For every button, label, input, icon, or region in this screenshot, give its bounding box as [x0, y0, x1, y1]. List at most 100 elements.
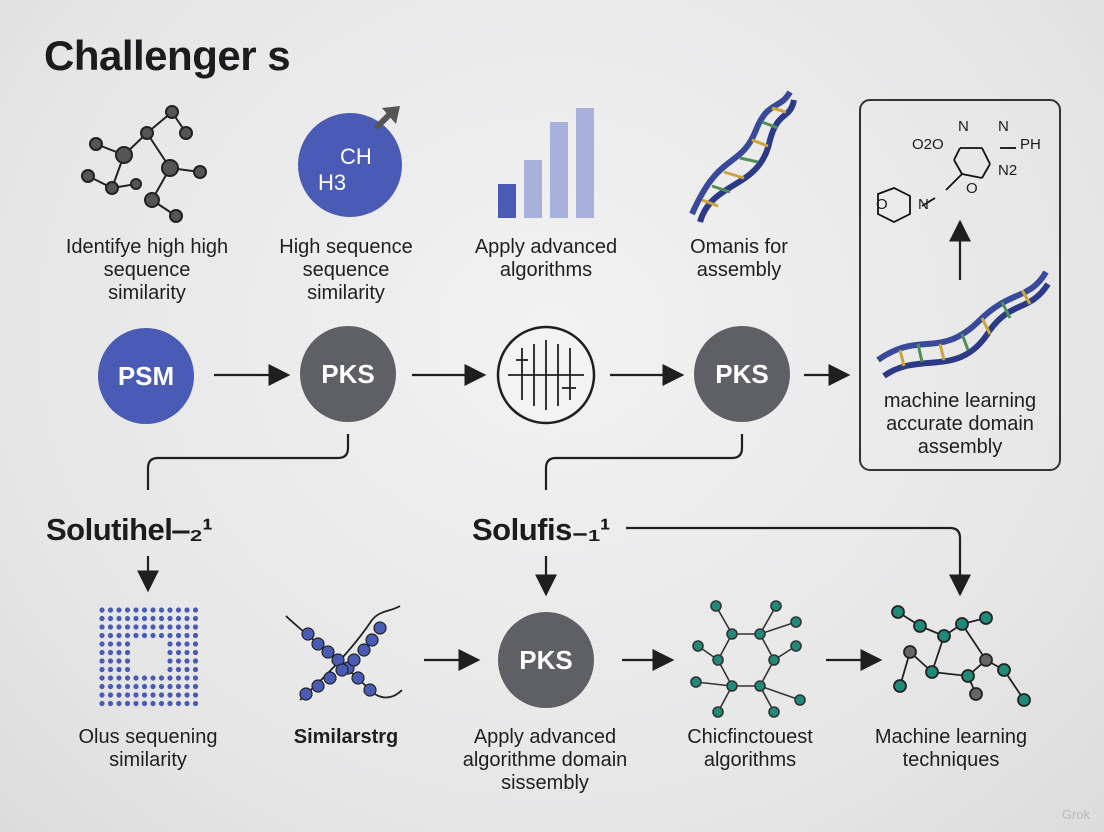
- grid-dot: [116, 649, 122, 656]
- molecule-label-o: O: [966, 180, 978, 197]
- grid-dot: [116, 607, 122, 613]
- grid-dot: [167, 675, 173, 681]
- algorithm-icon: [496, 325, 596, 425]
- grid-dot: [99, 700, 105, 707]
- grid-dot: [158, 692, 165, 698]
- grid-dot: [99, 615, 105, 622]
- molecule-label-ring-n: N: [918, 196, 929, 213]
- grid-dot: [133, 607, 139, 613]
- grid-dot: [107, 632, 114, 639]
- machine-learning-panel: [859, 99, 1061, 471]
- grid-dot: [167, 692, 173, 698]
- grid-dot: [99, 632, 105, 639]
- grid-dot: [192, 624, 199, 630]
- grid-dot: [141, 692, 148, 698]
- grid-dot: [141, 700, 148, 707]
- grid-dot: [167, 624, 173, 630]
- grid-dot: [116, 700, 122, 707]
- grid-dot: [184, 607, 190, 613]
- page-title: Challenger s: [44, 32, 291, 79]
- grid-dot: [175, 632, 182, 639]
- molecule-label-n2-sub: N2: [998, 162, 1018, 179]
- grid-dot: [124, 692, 131, 698]
- grid-dot: [158, 675, 165, 681]
- grid-dot: [158, 607, 165, 613]
- grid-dot: [175, 649, 182, 656]
- top-label-identify: Identifye high high sequence similarity: [65, 236, 229, 304]
- grid-dot: [184, 666, 190, 673]
- grid-dot: [116, 683, 122, 690]
- solution-2-heading: Solufis₋₁¹: [472, 512, 610, 547]
- grid-dot: [116, 632, 122, 639]
- node-pks-1: PKS: [300, 326, 396, 422]
- dna-helix-icon: [689, 90, 797, 223]
- grid-dot: [150, 692, 156, 698]
- grid-dot: [184, 641, 190, 647]
- grid-dot: [99, 683, 105, 690]
- h3-molecule-icon: [298, 106, 402, 217]
- grid-dot: [192, 692, 199, 698]
- grid-dot: [175, 666, 182, 673]
- grid-dot: [124, 675, 131, 681]
- grid-dot: [184, 675, 190, 681]
- grid-dot: [158, 683, 165, 690]
- grid-dot: [175, 692, 182, 698]
- grid-dot: [141, 632, 148, 639]
- grid-dot: [124, 624, 131, 630]
- molecule-label-ph: PH: [1020, 136, 1041, 153]
- grid-dot: [167, 641, 173, 647]
- h3-icon-text-bottom: H3: [318, 170, 347, 195]
- grid-dot: [167, 666, 173, 673]
- grid-dot: [99, 692, 105, 698]
- grid-dot: [107, 658, 114, 664]
- grid-dot: [107, 666, 114, 673]
- grid-dot: [175, 615, 182, 622]
- grid-dot: [107, 675, 114, 681]
- grid-dot: [175, 683, 182, 690]
- grid-dot: [184, 649, 190, 656]
- grid-dot: [133, 692, 139, 698]
- grid-dot: [124, 658, 131, 664]
- grid-dot: [192, 641, 199, 647]
- grid-dot: [167, 649, 173, 656]
- grid-dot: [107, 683, 114, 690]
- grid-dot: [124, 683, 131, 690]
- grid-dot: [150, 615, 156, 622]
- green-graph-icon: [891, 605, 1031, 707]
- grid-dot: [184, 692, 190, 698]
- molecule-label-o2: O2O: [912, 136, 944, 153]
- grid-dot: [192, 649, 199, 656]
- grid-dot: [124, 666, 131, 673]
- chemical-structure-icon: [877, 147, 1016, 224]
- grid-dot: [124, 641, 131, 647]
- grid-dot: [124, 615, 131, 622]
- grid-dot: [175, 700, 182, 707]
- grid-dot: [107, 700, 114, 707]
- grid-dot: [192, 675, 199, 681]
- grid-dot: [158, 615, 165, 622]
- watermark: Grok: [1061, 807, 1090, 822]
- h3-icon-text-top: CH: [340, 144, 372, 169]
- grid-dot: [141, 675, 148, 681]
- grid-dot: [99, 658, 105, 664]
- grid-dot: [175, 675, 182, 681]
- molecule-network-icon: [81, 105, 207, 223]
- grid-dot: [99, 666, 105, 673]
- bottom-label-olus: Olus sequening similarity: [78, 726, 218, 771]
- grid-dot: [124, 649, 131, 656]
- bottom-label-similarstrg: Similarstrg: [293, 726, 399, 748]
- grid-dot: [99, 641, 105, 647]
- grid-dot: [141, 615, 148, 622]
- top-label-omanis: Omanis for assembly: [690, 236, 788, 281]
- grid-dot: [192, 632, 199, 639]
- grid-dot: [133, 675, 139, 681]
- grid-dot: [150, 700, 156, 707]
- grid-dot: [133, 683, 139, 690]
- grid-dot: [150, 624, 156, 630]
- grid-dot: [158, 632, 165, 639]
- grid-dot: [107, 641, 114, 647]
- connector-pks-solution2: [544, 434, 744, 490]
- solution-1-heading: Solutihel‒₂¹: [46, 512, 213, 547]
- bottom-label-chicfinctouest: Chicfinctouest algorithms: [687, 726, 813, 771]
